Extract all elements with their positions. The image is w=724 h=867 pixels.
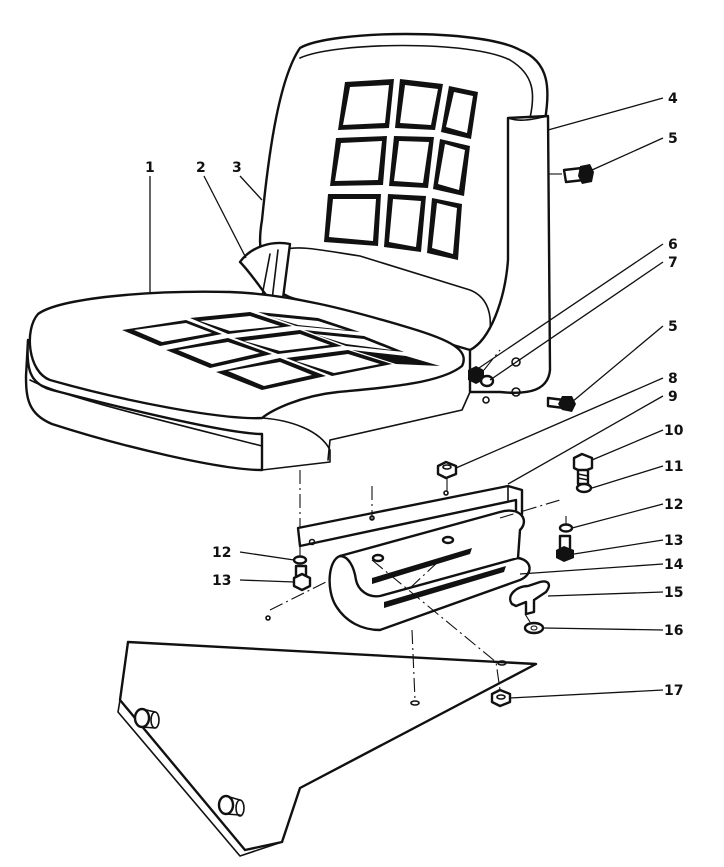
wing-bolt [509,580,551,616]
mounting-plate [117,615,538,857]
callout-9: 9 [668,389,678,405]
washer-12-left [292,555,308,565]
nut-17 [490,688,512,708]
slide-plate [328,509,531,632]
callout-7: 7 [668,255,678,271]
nut-and-washer [468,366,495,388]
callout-13-right: 13 [664,533,683,549]
callout-15: 15 [664,585,683,601]
callout-10: 10 [664,423,684,439]
callout-12-left: 12 [212,545,231,561]
callout-5-lower: 5 [668,319,678,335]
bolt-13-right [556,534,574,562]
callout-8: 8 [668,371,678,387]
callout-labels: 1 2 3 4 5 6 7 5 8 9 10 11 12 13 14 15 16… [145,91,684,699]
seat-back-cushion [258,32,549,358]
seat-cushion-tufting [122,312,440,390]
nut-8 [436,460,458,480]
callout-14: 14 [664,557,684,573]
pivot-pin-rear [217,794,245,817]
bolt-10 [572,452,594,486]
washer-11 [575,482,593,494]
leader-lines [149,97,664,699]
bolt-13-left [292,564,312,592]
bolt-upper [562,164,594,184]
washer-12-right [558,523,574,533]
callout-5-upper: 5 [668,131,678,147]
callout-17: 17 [664,683,683,699]
callout-6: 6 [668,237,678,253]
callout-13-left: 13 [212,573,231,589]
callout-12-right: 12 [664,497,683,513]
callout-4: 4 [668,91,678,107]
callout-16: 16 [664,623,683,639]
callout-2: 2 [196,160,206,176]
callout-3: 3 [232,160,242,176]
seat-cushion [24,290,465,472]
pivot-pin-front [133,707,160,729]
seat-back-tufting [324,79,478,260]
callout-1: 1 [145,160,155,176]
bolt-lower [546,396,576,412]
callout-11: 11 [664,459,683,475]
